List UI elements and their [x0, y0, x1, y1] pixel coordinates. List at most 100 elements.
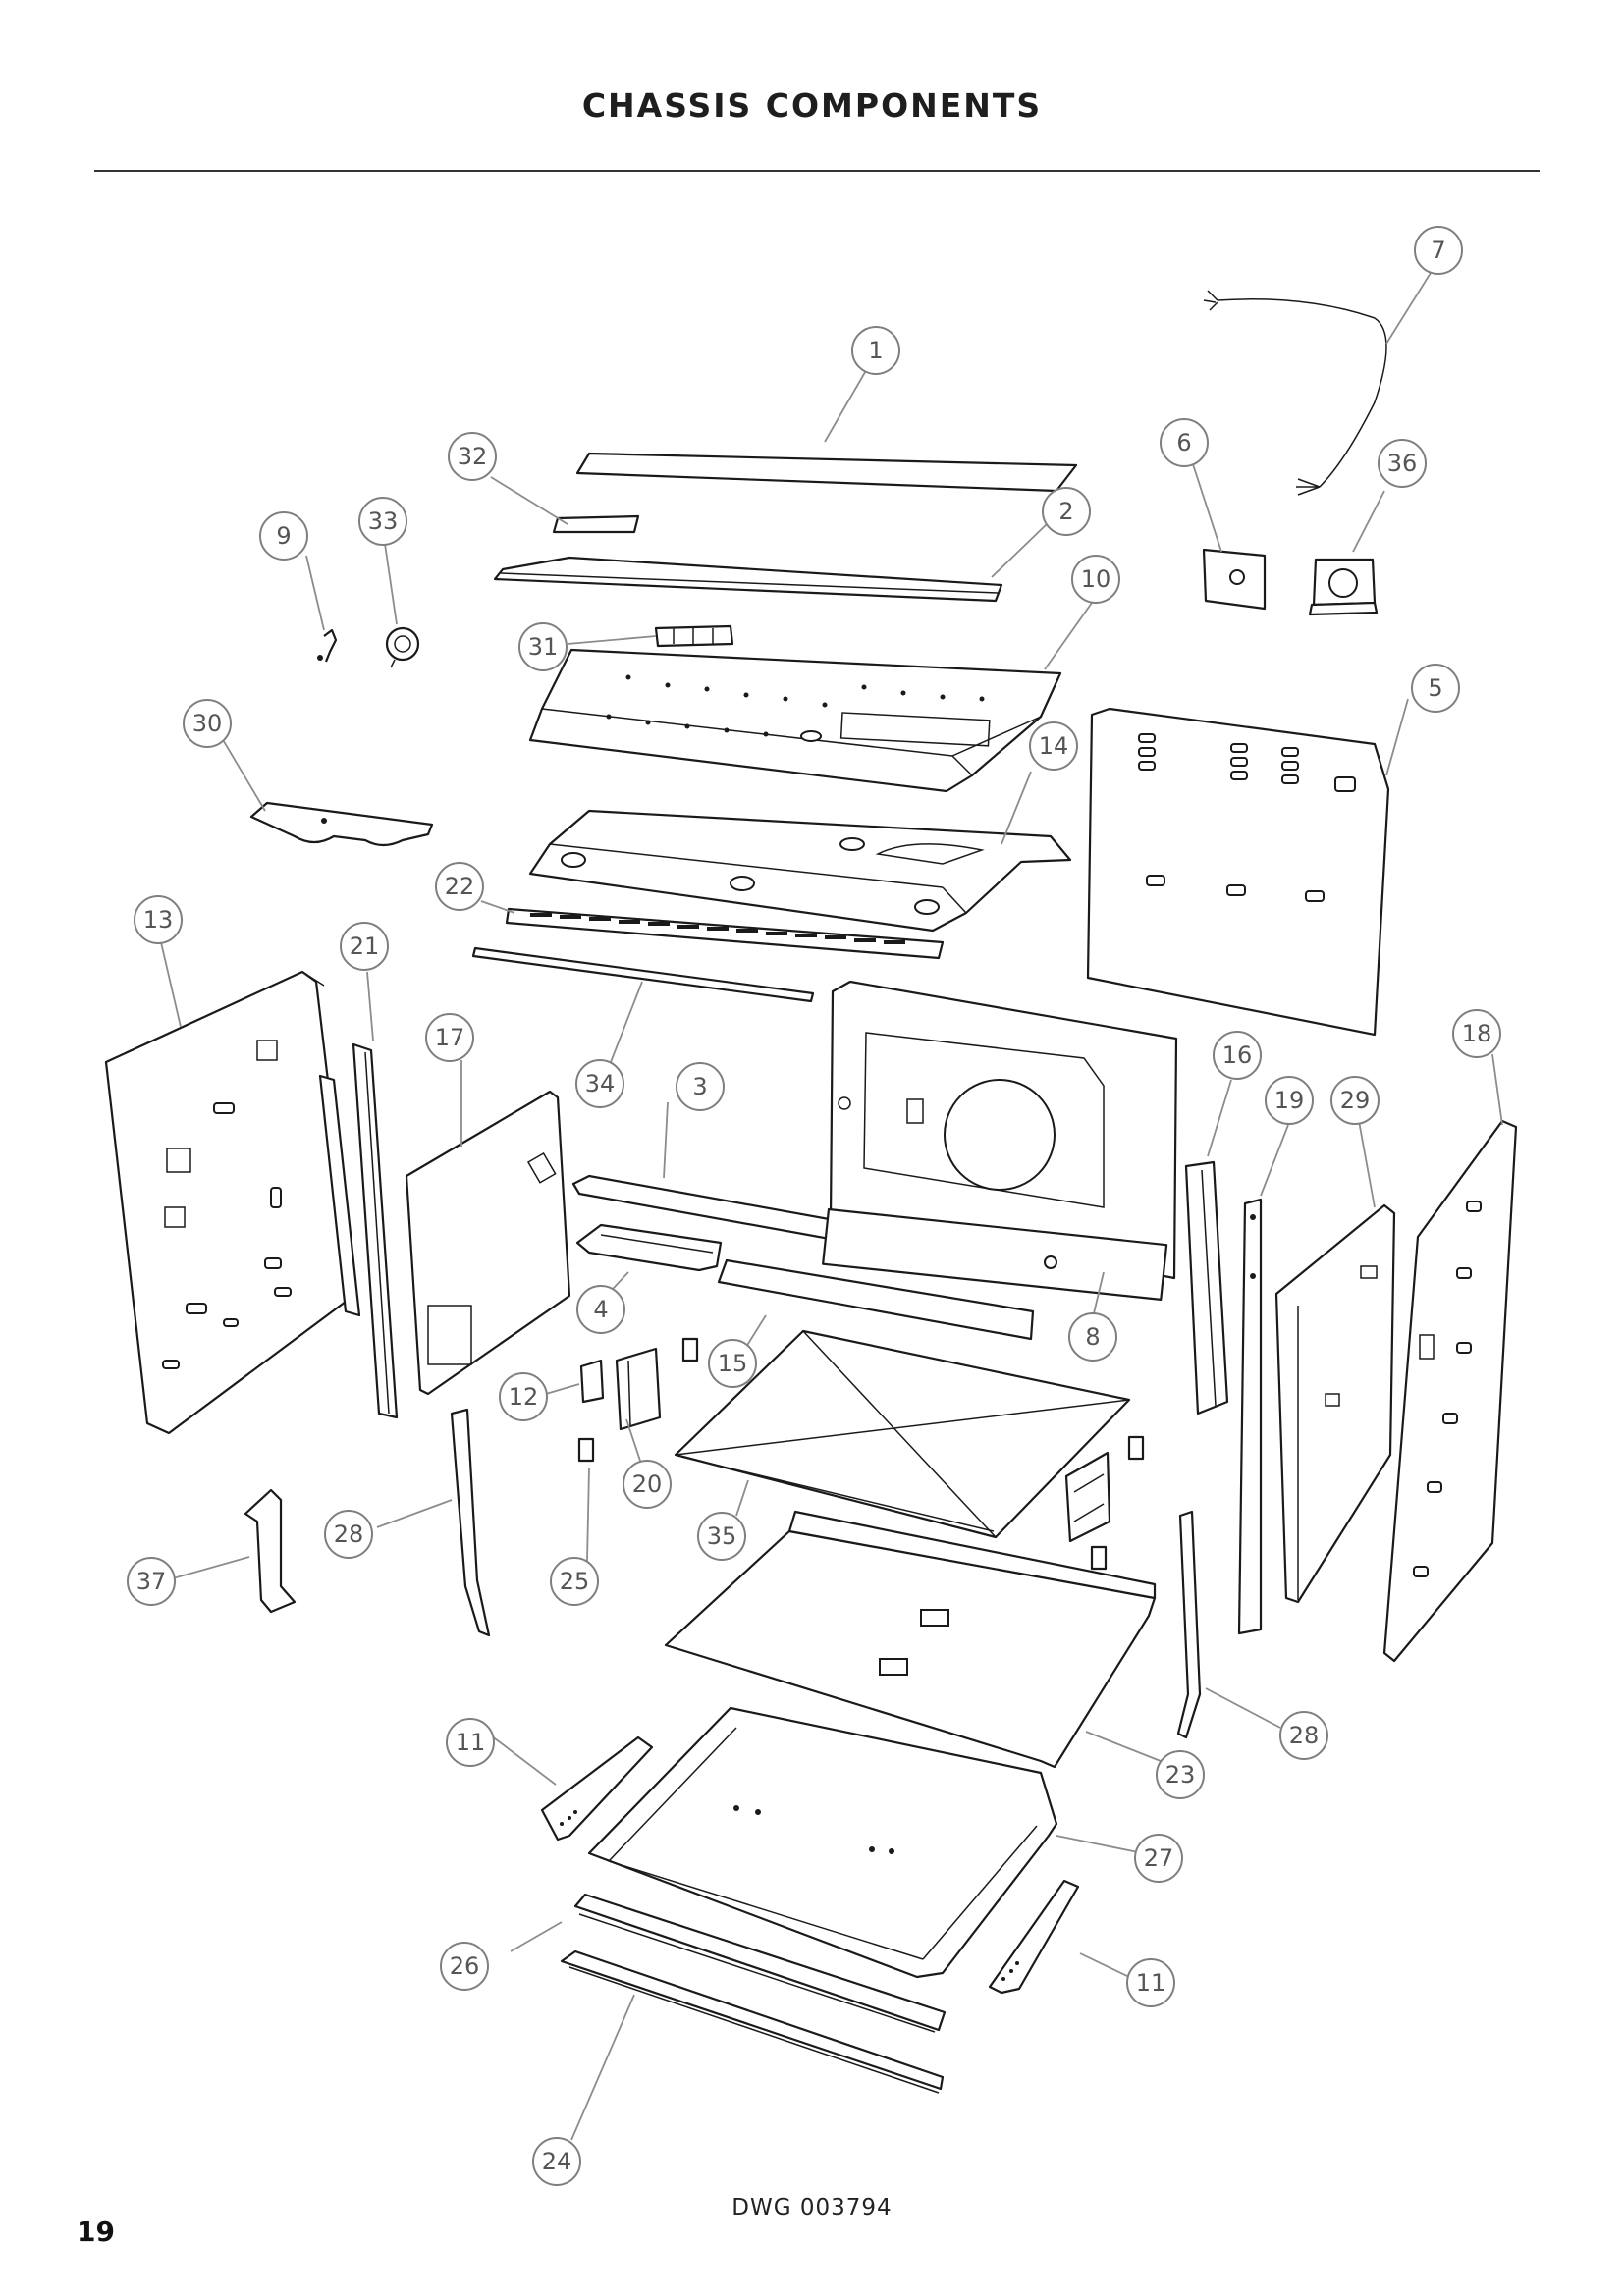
- part-13-channel: [318, 1074, 361, 1317]
- callout-28-right: 28: [1279, 1711, 1328, 1760]
- callout-37: 37: [127, 1557, 176, 1606]
- part-hinge-bracket: [1064, 1451, 1111, 1543]
- callout-8: 8: [1068, 1312, 1117, 1362]
- part-23-base-tray: [664, 1510, 1157, 1769]
- svg-text:32: 32: [458, 443, 488, 470]
- svg-text:11: 11: [456, 1729, 486, 1756]
- callout-23: 23: [1156, 1750, 1205, 1799]
- part-18-right-side-panel: [1382, 1119, 1518, 1663]
- part-36-gasket-plate: [1308, 558, 1379, 616]
- part-13-left-side-panel: [104, 970, 355, 1435]
- svg-text:15: 15: [718, 1350, 748, 1377]
- part-9-clip: [317, 628, 338, 663]
- svg-text:22: 22: [445, 873, 475, 900]
- part-10-top-chassis: [528, 648, 1062, 793]
- callout-17: 17: [425, 1013, 474, 1062]
- svg-text:4: 4: [593, 1296, 608, 1323]
- part-28-right-rail: [1176, 1510, 1202, 1739]
- part-8-rear-frame: [822, 980, 1178, 1301]
- svg-text:21: 21: [350, 933, 380, 960]
- callout-11-left: 11: [446, 1718, 495, 1767]
- part-20-bracket: [615, 1347, 662, 1431]
- part-14-middle-chassis: [528, 809, 1072, 933]
- callout-24: 24: [532, 2137, 581, 2186]
- callout-13: 13: [134, 895, 183, 944]
- part-7-wiring-harness: [1203, 290, 1387, 496]
- leader-lines: [160, 264, 1503, 2141]
- part-2-trim-panel: [493, 556, 1003, 603]
- callout-22: 22: [435, 862, 484, 911]
- callout-19: 19: [1265, 1076, 1314, 1125]
- part-5-back-panel: [1086, 707, 1390, 1037]
- part-6-bracket: [1202, 548, 1267, 611]
- svg-text:35: 35: [707, 1522, 737, 1550]
- svg-text:23: 23: [1165, 1761, 1196, 1789]
- callout-11-right: 11: [1126, 1958, 1175, 2007]
- callout-25: 25: [550, 1557, 599, 1606]
- svg-text:27: 27: [1144, 1844, 1174, 1872]
- svg-text:33: 33: [368, 507, 399, 535]
- part-11-left-slide: [540, 1735, 654, 1842]
- part-30-cover-plate: [249, 801, 434, 847]
- svg-text:14: 14: [1039, 732, 1069, 760]
- callout-1: 1: [851, 326, 900, 375]
- svg-text:36: 36: [1387, 450, 1418, 477]
- svg-text:10: 10: [1081, 565, 1111, 593]
- callout-33: 33: [358, 497, 407, 546]
- svg-text:13: 13: [143, 906, 174, 934]
- callout-7: 7: [1414, 226, 1463, 275]
- svg-text:25: 25: [560, 1568, 590, 1595]
- part-32-bracket: [552, 514, 640, 534]
- callout-9: 9: [259, 511, 308, 561]
- svg-text:19: 19: [1274, 1087, 1305, 1114]
- part-28-left-rail: [450, 1408, 491, 1637]
- callout-29: 29: [1330, 1076, 1380, 1125]
- callout-31: 31: [518, 622, 568, 671]
- page-title: CHASSIS COMPONENTS: [581, 86, 1043, 125]
- title-rule: [94, 170, 1540, 172]
- part-15-deflector: [717, 1258, 1035, 1341]
- svg-text:34: 34: [585, 1070, 616, 1097]
- part-34-strip: [471, 946, 815, 1003]
- svg-text:31: 31: [528, 633, 559, 661]
- part-17-panel: [405, 1090, 571, 1396]
- part-24-kick-plate: [560, 1949, 945, 2094]
- svg-text:20: 20: [632, 1470, 663, 1498]
- callout-32: 32: [448, 432, 497, 481]
- svg-text:1: 1: [868, 337, 883, 364]
- svg-text:11: 11: [1136, 1969, 1166, 1997]
- svg-text:37: 37: [136, 1568, 167, 1595]
- callout-6: 6: [1160, 418, 1209, 467]
- svg-text:16: 16: [1222, 1041, 1253, 1069]
- part-29-panel: [1274, 1203, 1396, 1604]
- svg-text:9: 9: [276, 522, 291, 550]
- part-25-blocks: [577, 1337, 1145, 1571]
- callout-18: 18: [1452, 1009, 1501, 1058]
- callout-3: 3: [676, 1062, 725, 1111]
- svg-text:12: 12: [509, 1383, 539, 1411]
- callout-21: 21: [340, 922, 389, 971]
- svg-text:24: 24: [542, 2148, 572, 2175]
- callout-27: 27: [1134, 1834, 1183, 1883]
- svg-text:5: 5: [1428, 674, 1442, 702]
- svg-text:29: 29: [1340, 1087, 1371, 1114]
- svg-text:28: 28: [334, 1521, 364, 1548]
- drawing-number: DWG 003794: [731, 2195, 893, 2220]
- part-31-bracket: [654, 624, 734, 648]
- callout-2: 2: [1042, 487, 1091, 536]
- callout-10: 10: [1071, 555, 1120, 604]
- svg-text:2: 2: [1058, 498, 1073, 525]
- callout-4: 4: [576, 1285, 625, 1334]
- part-4-drip-tray: [575, 1223, 723, 1272]
- callout-20: 20: [623, 1460, 672, 1509]
- callout-16: 16: [1213, 1031, 1262, 1080]
- callout-28-left: 28: [324, 1510, 373, 1559]
- callout-15: 15: [708, 1339, 757, 1388]
- part-16-right-rail: [1184, 1160, 1229, 1415]
- part-26-front-trim: [573, 1893, 947, 2033]
- callout-14: 14: [1029, 721, 1078, 771]
- callout-36: 36: [1378, 439, 1427, 488]
- svg-text:8: 8: [1085, 1323, 1100, 1351]
- svg-text:17: 17: [435, 1024, 465, 1051]
